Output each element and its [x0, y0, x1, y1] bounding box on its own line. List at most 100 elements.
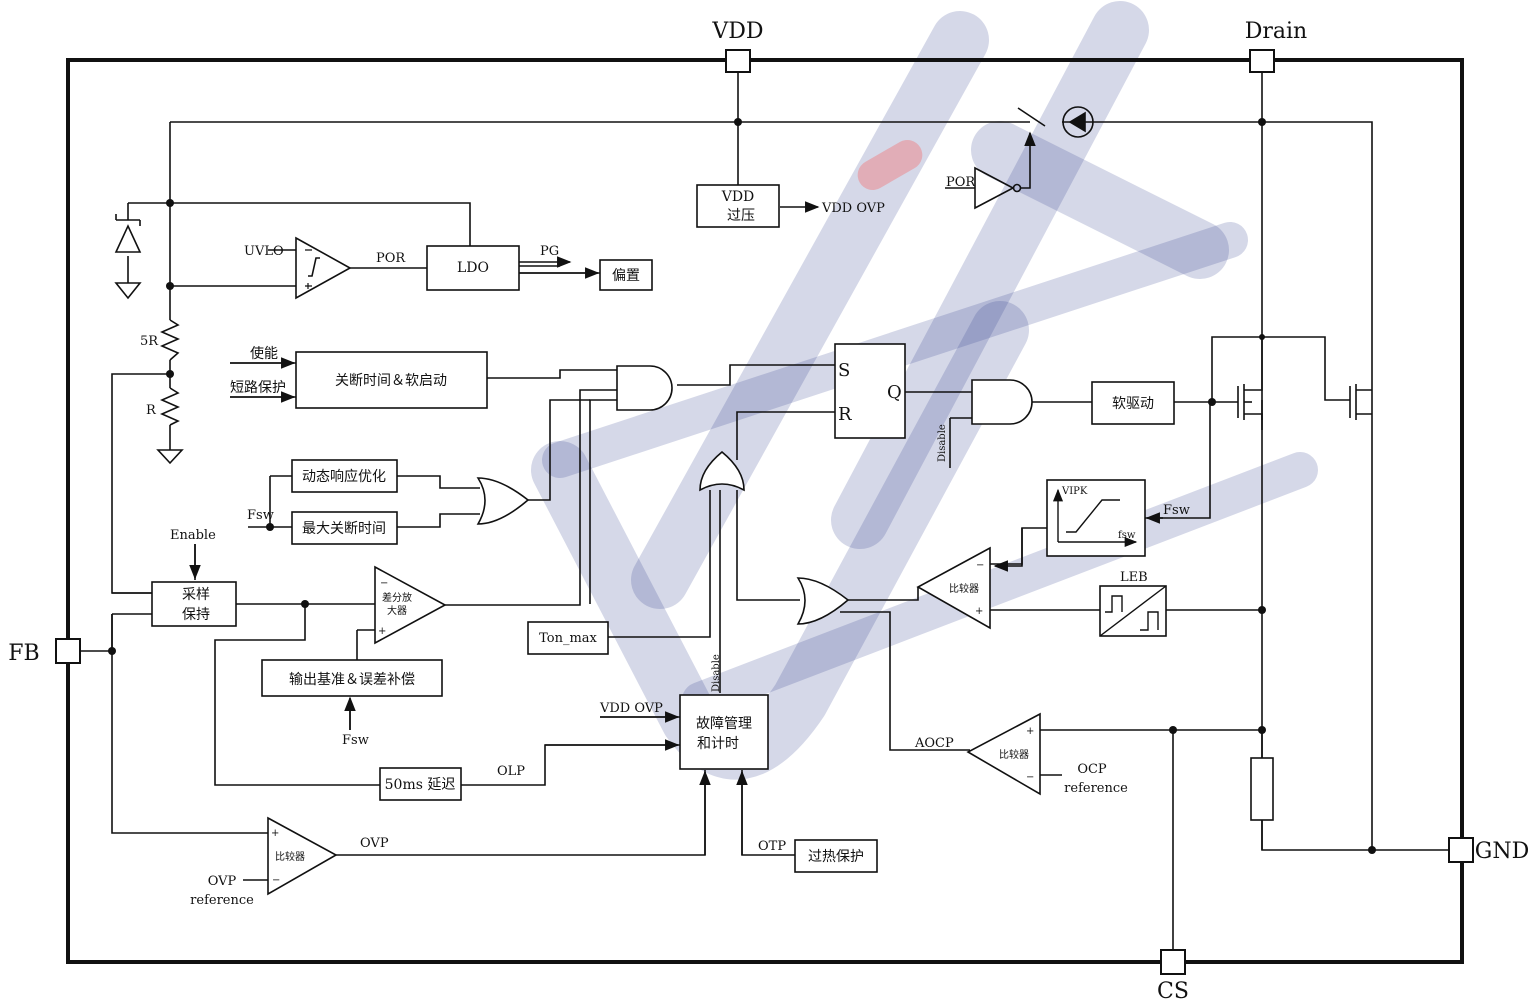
ocp-ref-line1: OCP: [1077, 762, 1107, 777]
ocp-comp-minus: −: [1026, 772, 1034, 783]
sample-hold-line1: 采样: [182, 587, 210, 603]
ovp-ref-line2: reference: [190, 893, 254, 908]
dynamic-response-label: 动态响应优化: [302, 468, 386, 485]
vdd-ovp-block-line2: 过压: [727, 208, 755, 224]
off-time-soft-start-block: [295, 351, 488, 409]
pin-fb: FB: [8, 638, 81, 666]
enable-cn-label: 使能: [250, 345, 278, 362]
soft-drive-label: 软驱动: [1112, 396, 1154, 412]
pin-vdd-label: VDD: [711, 19, 763, 44]
bias-block: [599, 259, 653, 291]
delay-50ms-block: [379, 767, 462, 801]
leb-pulse-icon: [1099, 585, 1167, 637]
vdd-ovp-input-label: VDD OVP: [599, 701, 663, 716]
por-inverter-label: POR: [946, 175, 976, 190]
ocp-comparator-label: 比较器: [999, 748, 1029, 761]
sense-resistor-icon: [1250, 757, 1274, 821]
ocp-comparator-icon: [966, 712, 1041, 796]
ocp-ref-line2: reference: [1064, 781, 1128, 796]
ovp-ref-line1: OVP: [208, 874, 237, 889]
por-inverter-icon: [945, 155, 1031, 210]
sample-hold-line2: 保持: [182, 607, 210, 623]
cs-comp-plus: +: [975, 606, 983, 617]
wires: [80, 72, 1449, 950]
fsw-label-3: Fsw: [342, 733, 369, 748]
pin-cs-label: CS: [1157, 979, 1189, 1004]
resistor-5r-icon: [160, 319, 180, 361]
diff-amp-icon: [374, 565, 447, 645]
pin-cs: CS: [1157, 949, 1189, 1004]
ocp-comp-plus: +: [1026, 726, 1034, 737]
and-gate-2-icon: [971, 379, 1033, 425]
fault-timer-block: [679, 694, 769, 770]
sr-latch-block: [834, 343, 906, 439]
fsw-axis-label: fsw: [1118, 530, 1136, 541]
switch-icon: [1017, 107, 1046, 127]
short-protect-label: 短路保护: [230, 380, 286, 396]
bias-label: 偏置: [612, 268, 640, 284]
max-off-time-label: 最大关断时间: [302, 521, 386, 537]
arrows: [189, 131, 1163, 855]
vipk-label: VIPK: [1061, 486, 1088, 497]
delay-50ms-label: 50ms 延迟: [385, 777, 456, 793]
olp-label: OLP: [497, 764, 525, 779]
pin-gnd: GND: [1448, 837, 1529, 864]
latch-s-label: S: [838, 360, 850, 381]
cs-comparator-icon: [916, 546, 991, 630]
dynamic-response-block: [291, 459, 398, 493]
por-label: POR: [376, 251, 406, 266]
pin-fb-label: FB: [8, 641, 39, 666]
current-source-icon: [1062, 106, 1094, 138]
resistor-r-label: R: [146, 403, 157, 418]
diff-amp-plus: +: [378, 626, 386, 637]
vdd-ovp-block-line1: VDD: [721, 189, 755, 205]
pin-gnd-label: GND: [1475, 839, 1529, 864]
ref-comp-label: 输出基准＆误差补偿: [289, 671, 415, 688]
latch-q-label: Q: [887, 382, 902, 403]
off-time-soft-start-label: 关断时间＆软启动: [335, 373, 447, 389]
fault-timer-line2: 和计时: [697, 736, 739, 752]
ovp-comp-minus: −: [272, 875, 280, 886]
sample-hold-block: [151, 581, 237, 627]
resistor-5r-label: 5R: [140, 334, 159, 349]
watermark-dot: [857, 140, 923, 190]
uvlo-label: UVLO: [244, 244, 284, 259]
pg-label: PG: [540, 244, 559, 259]
junction-dots: [108, 118, 1376, 854]
diff-amp-minus: −: [380, 578, 388, 589]
resistor-r-icon: [160, 387, 180, 426]
fsw-label-2: Fsw: [1163, 503, 1190, 518]
mosfet-main-icon: [1237, 337, 1263, 430]
chip-outline: [66, 58, 1464, 964]
zener-diode-icon: [114, 214, 142, 300]
enable-label: Enable: [170, 528, 216, 543]
ovp-comparator-icon: [267, 816, 338, 896]
pin-drain: Drain: [1245, 19, 1307, 73]
or-gate-1-icon: [476, 477, 530, 525]
otp-label: OTP: [758, 839, 786, 854]
vdd-ovp-signal-label: VDD OVP: [821, 201, 885, 216]
vipk-graph-icon: [1052, 488, 1138, 548]
ovp-label: OVP: [360, 836, 389, 851]
diff-amp-line2: 大器: [387, 604, 407, 617]
ovp-comparator-label: 比较器: [275, 850, 305, 863]
ref-comp-block: [261, 659, 443, 697]
otp-block-label: 过热保护: [808, 849, 864, 865]
pin-vdd: VDD: [711, 19, 764, 73]
otp-block: [794, 839, 878, 873]
vdd-ovp-block: [696, 184, 780, 228]
pin-drain-label: Drain: [1245, 19, 1307, 44]
ground-icon: [156, 449, 184, 465]
or-gate-2-icon: [699, 450, 745, 492]
fsw-label-1: Fsw: [247, 508, 274, 523]
cs-comp-minus: −: [976, 560, 984, 571]
latch-r-label: R: [838, 404, 852, 425]
uvlo-comparator-icon: [295, 236, 352, 300]
ldo-label: LDO: [457, 260, 489, 276]
diff-amp-line1: 差分放: [382, 591, 412, 604]
leb-label: LEB: [1120, 570, 1148, 585]
ovp-comp-plus: +: [271, 828, 279, 839]
disable-label-2: Disable: [711, 654, 722, 692]
ton-max-block: [527, 621, 609, 655]
